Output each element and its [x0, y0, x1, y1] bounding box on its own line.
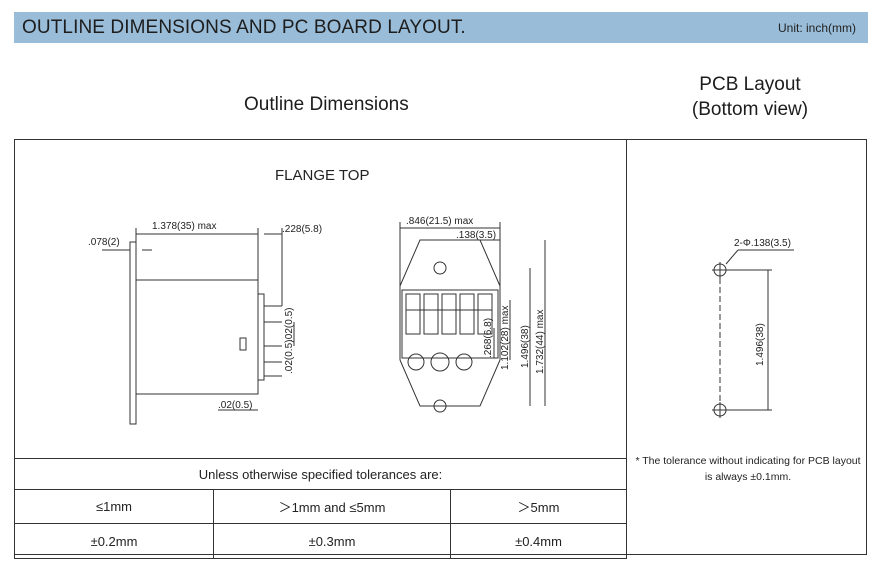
- page-title: OUTLINE DIMENSIONS AND PC BOARD LAYOUT.: [22, 17, 466, 38]
- dim-inner-height: .268(6.8): [483, 318, 494, 358]
- dim-body-height: 1.102(28) max: [500, 306, 511, 370]
- outline-heading: Outline Dimensions: [244, 94, 409, 115]
- value-cell: ±0.3mm: [213, 523, 451, 559]
- front-view-drawing: .846(21.5) max .138(3.5) .268(6.8) 1.102…: [399, 216, 546, 413]
- value-cell: ±0.4mm: [450, 523, 627, 559]
- tolerance-table: Unless otherwise specified tolerances ar…: [14, 458, 627, 559]
- dim-overall-width: .846(21.5) max: [406, 216, 473, 227]
- dim-terminal-length: .228(5.8): [282, 224, 322, 235]
- dim-overall-height: 1.732(44) max: [535, 310, 546, 374]
- pcb-hole-label: 2-Φ.138(3.5): [734, 238, 791, 249]
- pcb-tolerance-note: * The tolerance without indicating for P…: [632, 453, 864, 485]
- header-bar: OUTLINE DIMENSIONS AND PC BOARD LAYOUT. …: [14, 12, 868, 43]
- flange-top-label: FLANGE TOP: [275, 167, 370, 184]
- tolerance-range-row: ≤1mm ＞1mm and ≤5mm ＞5mm: [14, 489, 627, 524]
- pcb-note-line2: is always ±0.1mm.: [704, 471, 792, 483]
- range-cell: ＞1mm and ≤5mm: [213, 489, 451, 524]
- dim-hole-diameter: .138(3.5): [456, 230, 496, 241]
- pcb-note-line1: * The tolerance without indicating for P…: [635, 455, 861, 467]
- tolerance-value-row: ±0.2mm ±0.3mm ±0.4mm: [14, 523, 627, 559]
- value-cell: ±0.2mm: [14, 523, 214, 559]
- pcb-pitch-label: 1.496(38): [755, 323, 766, 366]
- side-view-drawing: .078(2) 1.378(35) max .228(5.8) .02(0.5)…: [88, 221, 322, 425]
- tolerance-caption: Unless otherwise specified tolerances ar…: [14, 458, 627, 490]
- range-cell: ≤1mm: [14, 489, 214, 524]
- pcb-heading: PCB Layout (Bottom view): [670, 72, 830, 122]
- dim-terminal-gap: .02(0.5): [284, 340, 295, 374]
- dim-bottom-offset: .02(0.5): [218, 400, 252, 411]
- dim-terminal-width: .02(0.5): [284, 308, 295, 342]
- pcb-heading-line1: PCB Layout: [699, 74, 801, 95]
- range-cell: ＞5mm: [450, 489, 627, 524]
- pcb-heading-line2: (Bottom view): [691, 99, 809, 120]
- frame-divider: [626, 139, 627, 555]
- dim-body-length: 1.378(35) max: [152, 221, 216, 232]
- unit-label: Unit: inch(mm): [777, 21, 856, 35]
- tolerance-caption-row: Unless otherwise specified tolerances ar…: [14, 458, 627, 490]
- dim-flange-thickness: .078(2): [88, 237, 120, 248]
- pcb-layout-drawing: 2-Φ.138(3.5) 1.496(38): [712, 238, 794, 418]
- dim-holes-pitch: 1.496(38): [520, 325, 531, 368]
